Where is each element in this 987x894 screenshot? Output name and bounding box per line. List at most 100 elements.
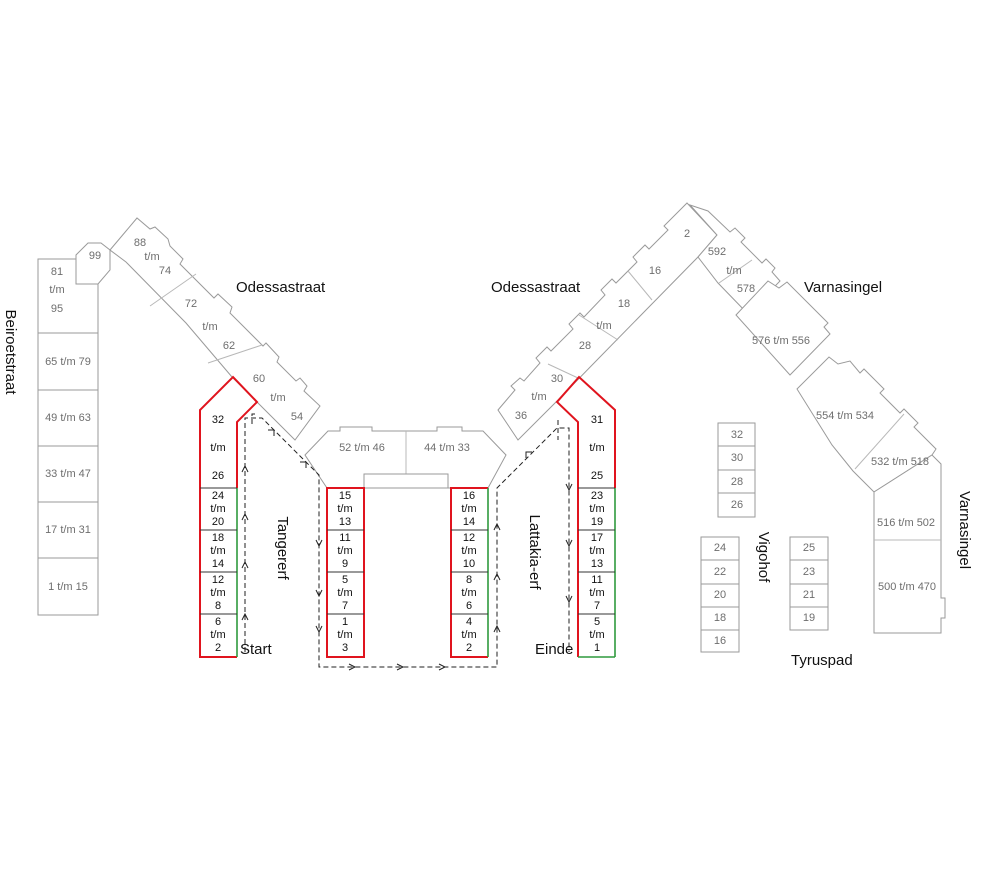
col4-top-c: 25 — [591, 470, 603, 482]
col2-row-1-line-1: 15 — [339, 490, 351, 502]
column-4 — [555, 375, 616, 658]
right-wing-tm3: t/m — [726, 265, 741, 277]
block-500-470: 500 t/m 470 — [878, 581, 936, 593]
col4-row-2-line-2: t/m — [589, 545, 604, 557]
col4-top-a: 31 — [591, 414, 603, 426]
col4-row-3-line-2: t/m — [589, 587, 604, 599]
col1-row-3-line-2: t/m — [210, 587, 225, 599]
beiroet-block-3: 33 t/m 47 — [45, 468, 91, 480]
left-wing-tm3: t/m — [270, 392, 285, 404]
beiroet-block-4: 17 t/m 31 — [45, 524, 91, 536]
col2-row-1-line-3: 13 — [339, 516, 351, 528]
col1-top-a: 32 — [212, 414, 224, 426]
col4-row-4-line-2: t/m — [589, 629, 604, 641]
col2-row-3-line-2: t/m — [337, 587, 352, 599]
col2-row-4-line-3: 3 — [342, 642, 348, 654]
house-36: 36 — [515, 410, 527, 422]
col1-row-1-line-2: t/m — [210, 503, 225, 515]
col1-row-3-line-3: 8 — [215, 600, 221, 612]
house-30: 30 — [551, 373, 563, 385]
street-varnasingel-right: Varnasingel — [956, 491, 973, 569]
col2-row-1-line-2: t/m — [337, 503, 352, 515]
col3-row-2-line-1: 12 — [463, 532, 475, 544]
street-odessastraat-left: Odessastraat — [236, 279, 326, 296]
street-vigohof: Vigohof — [755, 532, 772, 583]
left-wing-tm2: t/m — [202, 321, 217, 333]
col3-row-3-line-2: t/m — [461, 587, 476, 599]
tyrus-25: 25 — [803, 542, 815, 554]
tyrus-23: 23 — [803, 566, 815, 578]
block-576-556: 576 t/m 556 — [752, 335, 810, 347]
col4-row-1-line-3: 19 — [591, 516, 603, 528]
middle-building — [304, 426, 507, 489]
col2-row-4-line-2: t/m — [337, 629, 352, 641]
vigohof-26: 26 — [731, 499, 743, 511]
col2-row-4-line-1: 1 — [342, 616, 348, 628]
tyrus-22: 22 — [714, 566, 726, 578]
tyrus-21: 21 — [803, 589, 815, 601]
tyrus-19: 19 — [803, 612, 815, 624]
beiroet-top-b: t/m — [49, 284, 64, 296]
col3-row-1-line-2: t/m — [461, 503, 476, 515]
beiroet-block-5: 1 t/m 15 — [48, 581, 88, 593]
house-88: 88 — [134, 237, 146, 249]
col1-top-b: t/m — [210, 442, 225, 454]
street-beiroetstraat: Beiroetstraat — [2, 309, 19, 395]
vigohof-blocks — [717, 422, 756, 518]
tyrus-24: 24 — [714, 542, 726, 554]
beiroet-block-1: 65 t/m 79 — [45, 356, 91, 368]
tyrus-16: 16 — [714, 635, 726, 647]
street-lattakia-erf: Lattakia-erf — [526, 514, 543, 590]
house-592: 592 — [708, 246, 726, 258]
col4-row-4-line-1: 5 — [594, 616, 600, 628]
house-72: 72 — [185, 298, 197, 310]
beiroet-top-c: 95 — [51, 303, 63, 315]
col2-row-3-line-1: 5 — [342, 574, 348, 586]
middle-left-block: 52 t/m 46 — [339, 442, 385, 454]
column-2 — [326, 487, 365, 658]
col1-row-2-line-2: t/m — [210, 545, 225, 557]
col1-row-4-line-1: 6 — [215, 616, 221, 628]
middle-right-block: 44 t/m 33 — [424, 442, 470, 454]
tyrus-18: 18 — [714, 612, 726, 624]
house-54: 54 — [291, 411, 303, 423]
house-578: 578 — [737, 283, 755, 295]
col2-row-3-line-3: 7 — [342, 600, 348, 612]
col4-row-1-line-1: 23 — [591, 490, 603, 502]
beiroet-block-2: 49 t/m 63 — [45, 412, 91, 424]
tyrus-left-blocks — [700, 536, 740, 653]
col4-top-b: t/m — [589, 442, 604, 454]
house-62: 62 — [223, 340, 235, 352]
col4-row-2-line-1: 17 — [591, 532, 603, 544]
vigohof-32: 32 — [731, 429, 743, 441]
col1-row-1-line-3: 20 — [212, 516, 224, 528]
house-99: 99 — [89, 250, 101, 262]
col4-row-4-line-3: 1 — [594, 642, 600, 654]
vigohof-30: 30 — [731, 452, 743, 464]
col4-row-2-line-3: 13 — [591, 558, 603, 570]
left-wing-buildings — [109, 217, 321, 441]
col3-row-1-line-3: 14 — [463, 516, 475, 528]
col3-row-1-line-1: 16 — [463, 490, 475, 502]
col2-row-2-line-3: 9 — [342, 558, 348, 570]
street-tyruspad: Tyruspad — [791, 652, 853, 669]
house-16: 16 — [649, 265, 661, 277]
col1-row-4-line-2: t/m — [210, 629, 225, 641]
column-3 — [450, 487, 489, 658]
col2-row-2-line-1: 11 — [339, 532, 350, 544]
house-2: 2 — [684, 228, 690, 240]
right-wing-buildings — [497, 202, 831, 441]
house-28: 28 — [579, 340, 591, 352]
col1-row-2-line-1: 18 — [212, 532, 224, 544]
right-wing-tm1: t/m — [596, 320, 611, 332]
street-tangererf: Tangererf — [274, 516, 291, 580]
street-varnasingel-top: Varnasingel — [804, 279, 882, 296]
route-end-label: Einde — [535, 641, 573, 658]
beiroetstraat-buildings — [37, 242, 111, 616]
col2-row-2-line-2: t/m — [337, 545, 352, 557]
varnasingel-buildings — [796, 356, 946, 634]
